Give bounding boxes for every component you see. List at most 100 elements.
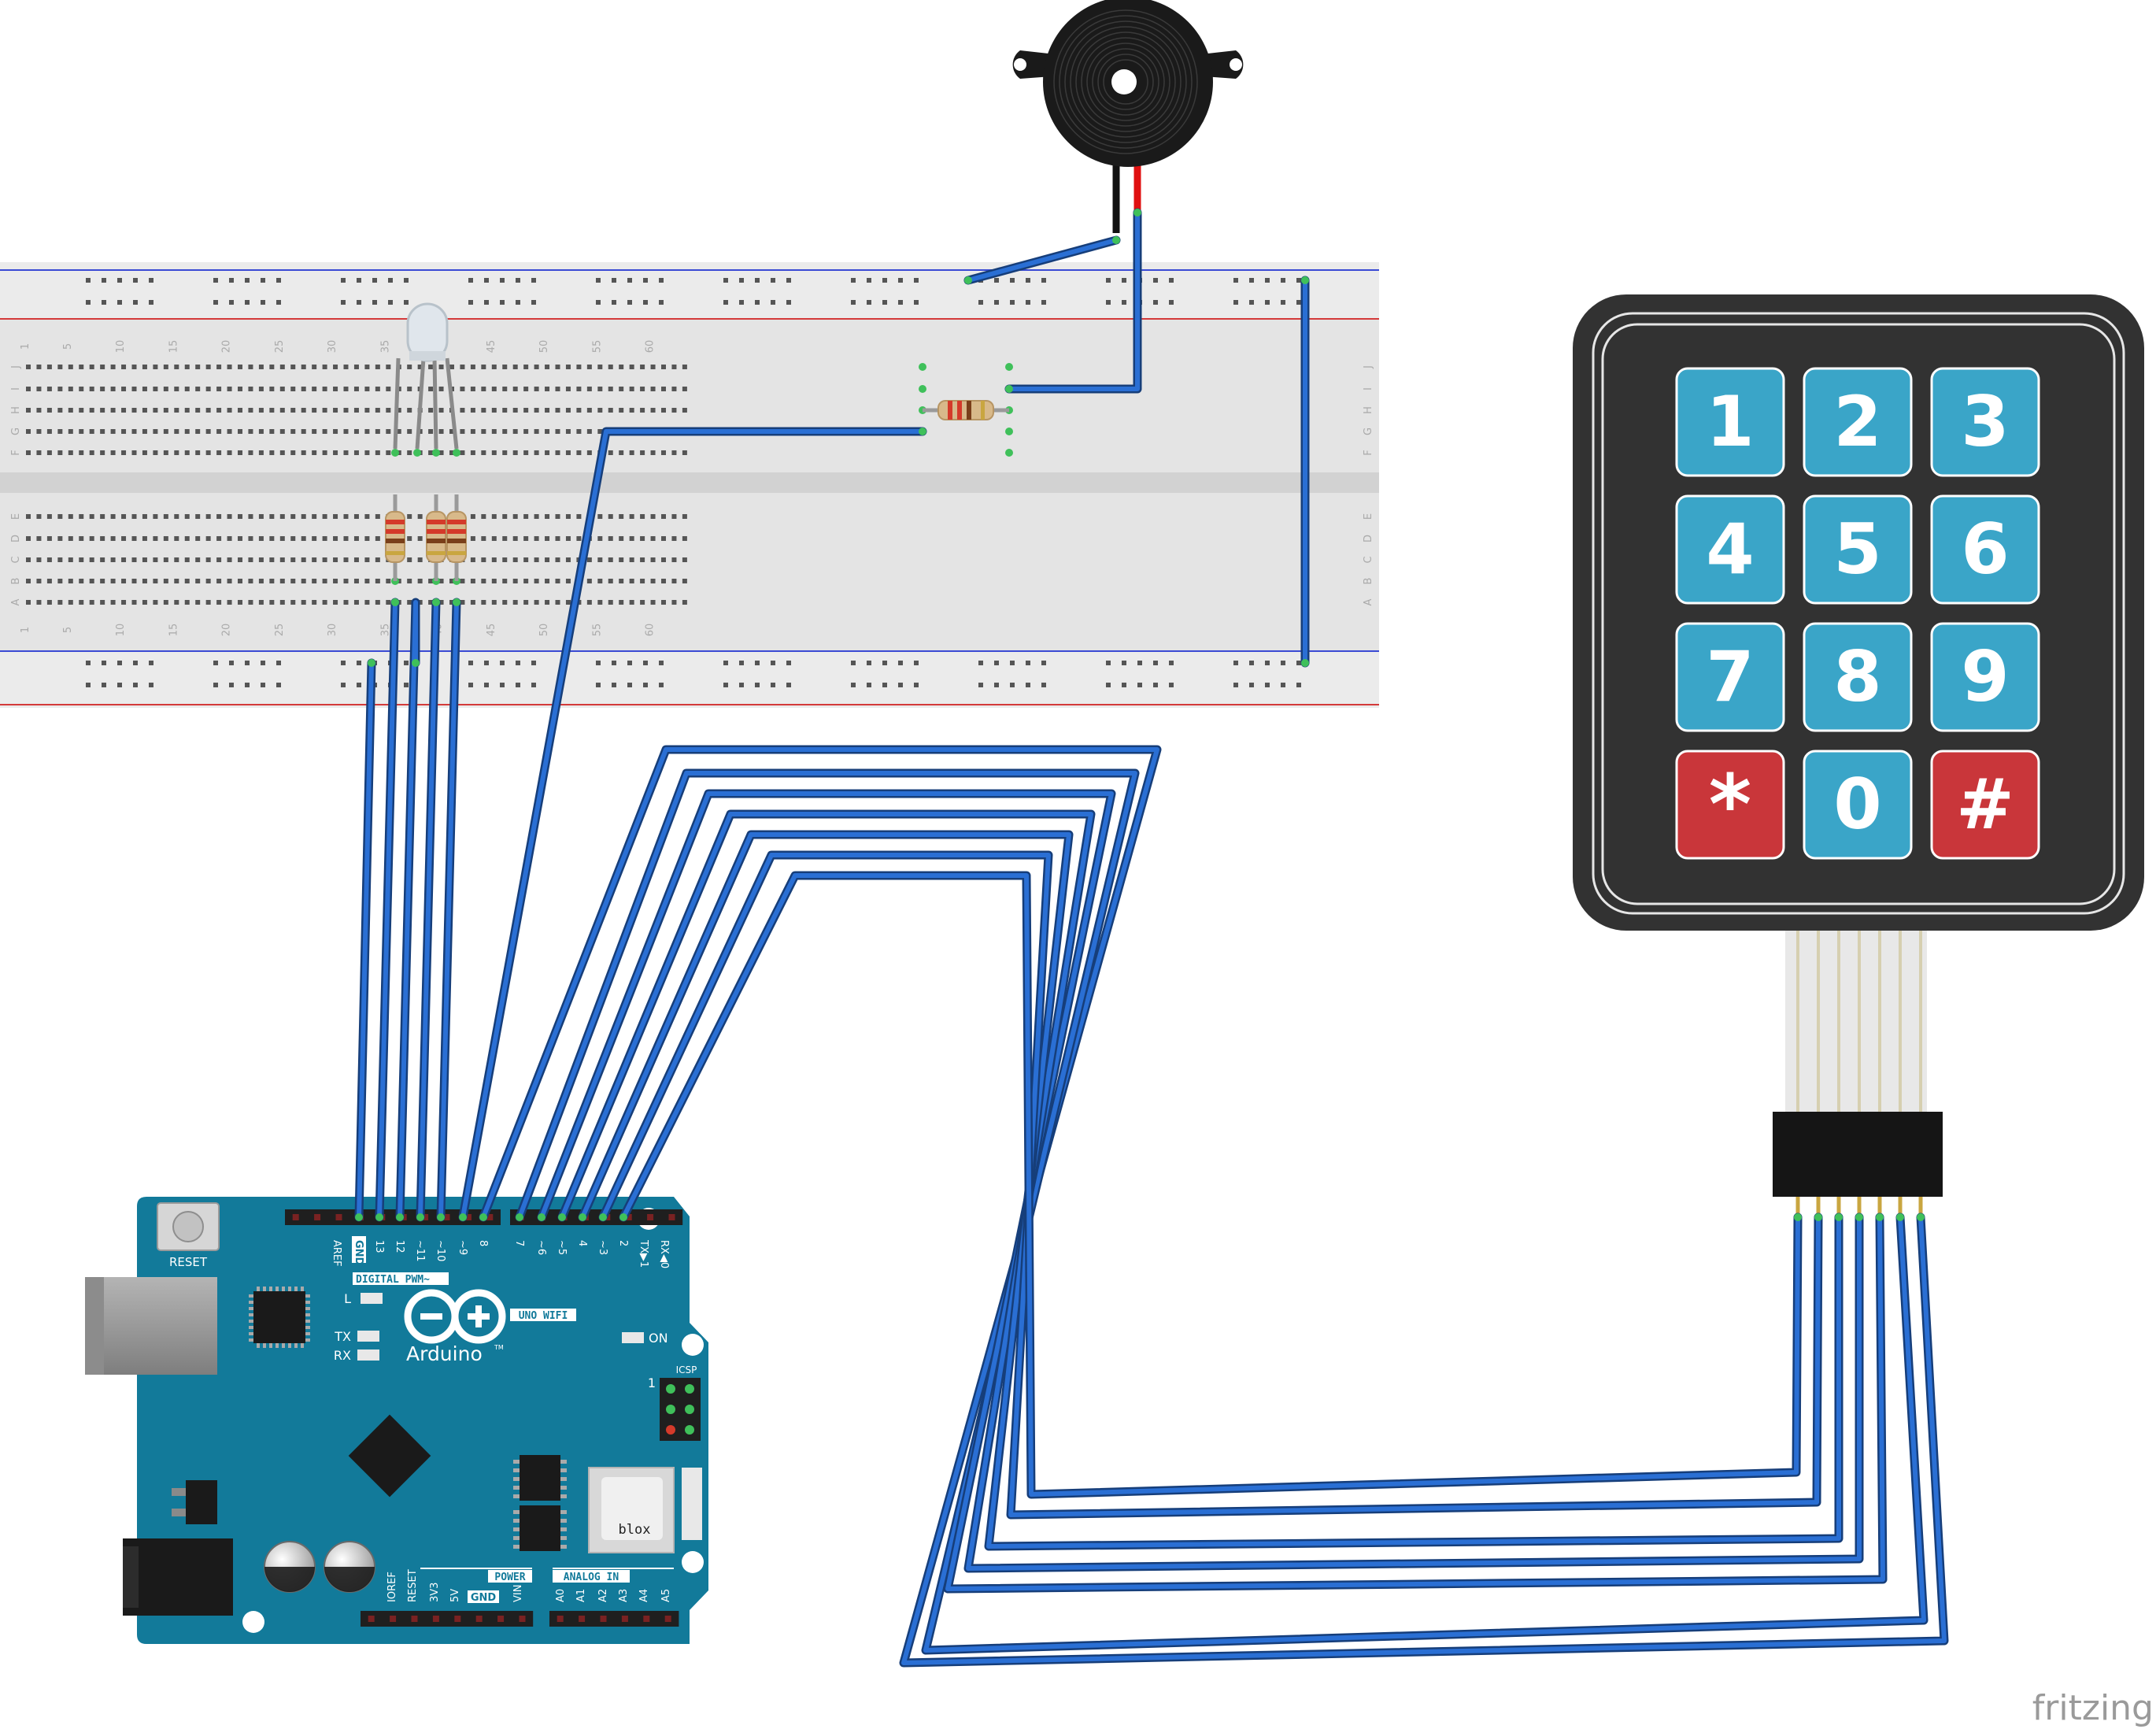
hole bbox=[586, 450, 592, 455]
row-letter: G bbox=[10, 428, 22, 435]
hole bbox=[46, 600, 52, 605]
rail-hole bbox=[1169, 661, 1174, 665]
keypad-key[interactable] bbox=[1930, 750, 2040, 860]
hole bbox=[100, 450, 105, 455]
hole bbox=[57, 536, 63, 541]
wire[interactable] bbox=[598, 850, 1823, 1520]
hole bbox=[407, 365, 412, 369]
hole bbox=[534, 365, 539, 369]
hole bbox=[460, 387, 465, 391]
rail-hole bbox=[1041, 278, 1046, 283]
icsp-header bbox=[660, 1378, 701, 1441]
rail-hole bbox=[1010, 661, 1015, 665]
rail-hole bbox=[978, 300, 983, 305]
keypad-key[interactable] bbox=[1675, 622, 1785, 732]
keypad-key[interactable] bbox=[1803, 750, 1913, 860]
keypad-key[interactable] bbox=[1930, 367, 2040, 477]
hole bbox=[312, 365, 317, 369]
hole bbox=[142, 557, 147, 562]
rail-hole bbox=[612, 300, 616, 305]
hole bbox=[258, 450, 264, 455]
hole bbox=[46, 450, 52, 455]
row-letter: E bbox=[1363, 513, 1374, 520]
hole bbox=[100, 600, 105, 605]
digital-pin-label: ~11 bbox=[414, 1240, 426, 1261]
analog-pin-label: A3 bbox=[618, 1589, 630, 1602]
hole bbox=[470, 450, 475, 455]
hole bbox=[258, 600, 264, 605]
rail-hole bbox=[643, 300, 648, 305]
hole bbox=[545, 450, 550, 455]
wire-end bbox=[599, 1213, 607, 1221]
hole bbox=[586, 600, 592, 605]
wire[interactable] bbox=[578, 830, 1844, 1551]
hole bbox=[386, 365, 391, 369]
hole bbox=[523, 387, 529, 391]
reset-button: RESET bbox=[157, 1202, 220, 1269]
hole bbox=[407, 387, 412, 391]
hole bbox=[375, 387, 380, 391]
hole bbox=[142, 579, 147, 583]
keypad-key[interactable] bbox=[1803, 622, 1913, 732]
keypad-key[interactable] bbox=[1675, 750, 1785, 860]
hole bbox=[163, 557, 168, 562]
hole bbox=[502, 557, 508, 562]
rail-hole bbox=[1026, 683, 1030, 687]
hole bbox=[184, 579, 190, 583]
hole bbox=[417, 600, 423, 605]
hole bbox=[322, 429, 327, 434]
hole bbox=[184, 536, 190, 541]
hole bbox=[68, 579, 73, 583]
hole bbox=[163, 600, 168, 605]
rail-hole bbox=[659, 683, 664, 687]
hole bbox=[57, 600, 63, 605]
hole bbox=[407, 429, 412, 434]
hole bbox=[682, 600, 687, 605]
hole bbox=[46, 536, 52, 541]
keypad-key[interactable] bbox=[1930, 494, 2040, 605]
hole bbox=[608, 408, 613, 413]
hole bbox=[491, 557, 497, 562]
rail-hole bbox=[133, 683, 138, 687]
hole bbox=[512, 365, 518, 369]
hole bbox=[312, 450, 317, 455]
hole bbox=[523, 557, 529, 562]
wire-end bbox=[437, 1213, 445, 1221]
rail-hole bbox=[357, 278, 361, 283]
hole bbox=[364, 536, 370, 541]
column-number: 20 bbox=[221, 624, 233, 637]
keypad-key[interactable] bbox=[1803, 494, 1913, 605]
hole bbox=[121, 365, 127, 369]
rail-hole bbox=[1153, 300, 1158, 305]
hole bbox=[491, 365, 497, 369]
hole bbox=[343, 536, 349, 541]
hole bbox=[163, 514, 168, 519]
hole bbox=[227, 600, 232, 605]
rail-hole bbox=[882, 683, 887, 687]
hole bbox=[640, 536, 645, 541]
keypad-key[interactable] bbox=[1675, 494, 1785, 605]
hole bbox=[110, 365, 116, 369]
hole bbox=[153, 536, 158, 541]
rail-hole bbox=[882, 278, 887, 283]
keypad-key[interactable] bbox=[1930, 622, 2040, 732]
row-letter: I bbox=[10, 387, 22, 391]
hole bbox=[131, 429, 137, 434]
keypad-key[interactable] bbox=[1803, 367, 1913, 477]
hole bbox=[629, 408, 634, 413]
hole bbox=[121, 579, 127, 583]
hole bbox=[322, 600, 327, 605]
wire[interactable] bbox=[619, 871, 1803, 1499]
hole bbox=[682, 365, 687, 369]
hole bbox=[227, 365, 232, 369]
rail-hole bbox=[484, 683, 489, 687]
keypad-key[interactable] bbox=[1675, 367, 1785, 477]
hole bbox=[57, 514, 63, 519]
hole bbox=[227, 557, 232, 562]
rail-hole bbox=[978, 661, 983, 665]
rail-hole bbox=[102, 683, 106, 687]
hole bbox=[258, 365, 264, 369]
column-number: 5 bbox=[62, 343, 74, 350]
hole bbox=[26, 365, 31, 369]
